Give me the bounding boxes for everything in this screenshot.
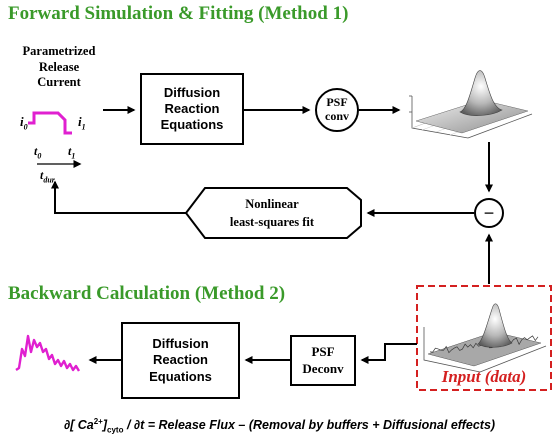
release-current-label: Parametrized Release Current: [14, 44, 104, 91]
nonlinear-fit-line2: least-squares fit: [230, 215, 315, 229]
simulated-surface-plot: [409, 70, 533, 139]
psf-deconv-line2: Deconv: [302, 360, 344, 376]
tdur-subscript: dur: [43, 175, 55, 185]
t1-label: t1: [68, 144, 75, 160]
arrow-data-to-deconv: [360, 343, 417, 364]
backward-diffusion-line1: Diffusion: [152, 336, 209, 352]
psf-deconv-line1: PSF: [311, 344, 335, 360]
forward-diffusion-line3: Equations: [160, 117, 224, 133]
equation-sup: 2+: [93, 417, 103, 426]
backward-title: Backward Calculation (Method 2): [8, 283, 286, 304]
tdur-symbol: t: [40, 168, 44, 182]
subtract-symbol: −: [483, 202, 495, 223]
release-current-line2: Release: [38, 59, 80, 74]
tdur-label: tdur: [40, 168, 55, 184]
forward-title: Forward Simulation & Fitting (Method 1): [8, 3, 349, 24]
forward-diffusion-box: Diffusion Reaction Equations: [140, 73, 244, 145]
forward-diffusion-line1: Diffusion: [163, 84, 221, 100]
recovered-flux-trace: [15, 334, 81, 372]
input-data-label: Input (data): [441, 367, 527, 386]
input-data-panel: Input (data): [416, 285, 552, 391]
subtract-node: −: [474, 198, 504, 228]
release-pulse: [28, 111, 82, 168]
equation-part3: / ∂t = Release Flux – (Removal by buffer…: [123, 418, 496, 433]
arrow-fit-to-current: [51, 180, 186, 214]
t0-symbol: t: [34, 144, 38, 158]
i1-label: i1: [78, 114, 86, 132]
i0-label: i0: [20, 114, 28, 132]
backward-diffusion-box: Diffusion Reaction Equations: [121, 322, 240, 399]
nonlinear-fit-box: Nonlinear least-squares fit: [184, 187, 362, 239]
t1-symbol: t: [68, 144, 72, 158]
t1-subscript: 1: [71, 151, 76, 161]
equation-part2: ]: [102, 418, 108, 433]
psf-deconv-box: PSF Deconv: [290, 335, 356, 386]
backward-diffusion-line2: Reaction: [153, 352, 208, 368]
forward-diffusion-line2: Reaction: [164, 100, 220, 116]
psf-conv-line2: conv: [325, 109, 349, 123]
governing-equation: ∂[ Ca2+]cyto / ∂t = Release Flux – (Remo…: [0, 417, 559, 435]
equation-sub: cyto: [107, 425, 124, 435]
t0-label: t0: [34, 144, 41, 160]
i1-subscript: 1: [81, 122, 86, 132]
equation-part1: ∂[ Ca: [63, 418, 94, 433]
backward-diffusion-line3: Equations: [149, 368, 212, 384]
i0-subscript: 0: [23, 122, 28, 132]
t0-subscript: 0: [37, 151, 42, 161]
psf-conv-line1: PSF: [326, 95, 348, 110]
i1-symbol: i: [78, 114, 82, 129]
release-current-line1: Parametrized: [22, 44, 96, 58]
i0-symbol: i: [20, 114, 24, 129]
psf-conv-node: PSF conv: [315, 88, 359, 132]
release-current-line3: Current: [37, 75, 81, 90]
nonlinear-fit-line1: Nonlinear: [245, 197, 299, 211]
